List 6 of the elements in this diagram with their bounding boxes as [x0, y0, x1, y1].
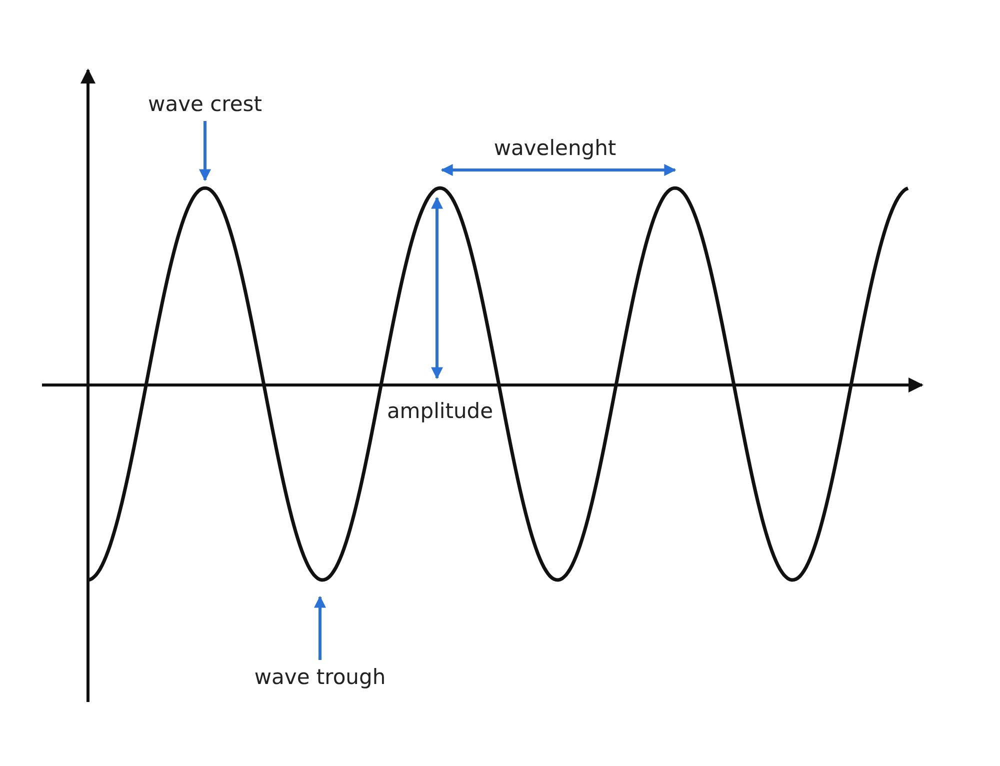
callout-label: wave trough	[254, 664, 386, 690]
leader-arrow	[314, 596, 326, 660]
callout-label: wave crest	[148, 91, 262, 117]
leader-arrow	[199, 121, 211, 182]
dimension-label: wavelenght	[494, 135, 616, 161]
dimension-label: amplitude	[386, 398, 494, 424]
